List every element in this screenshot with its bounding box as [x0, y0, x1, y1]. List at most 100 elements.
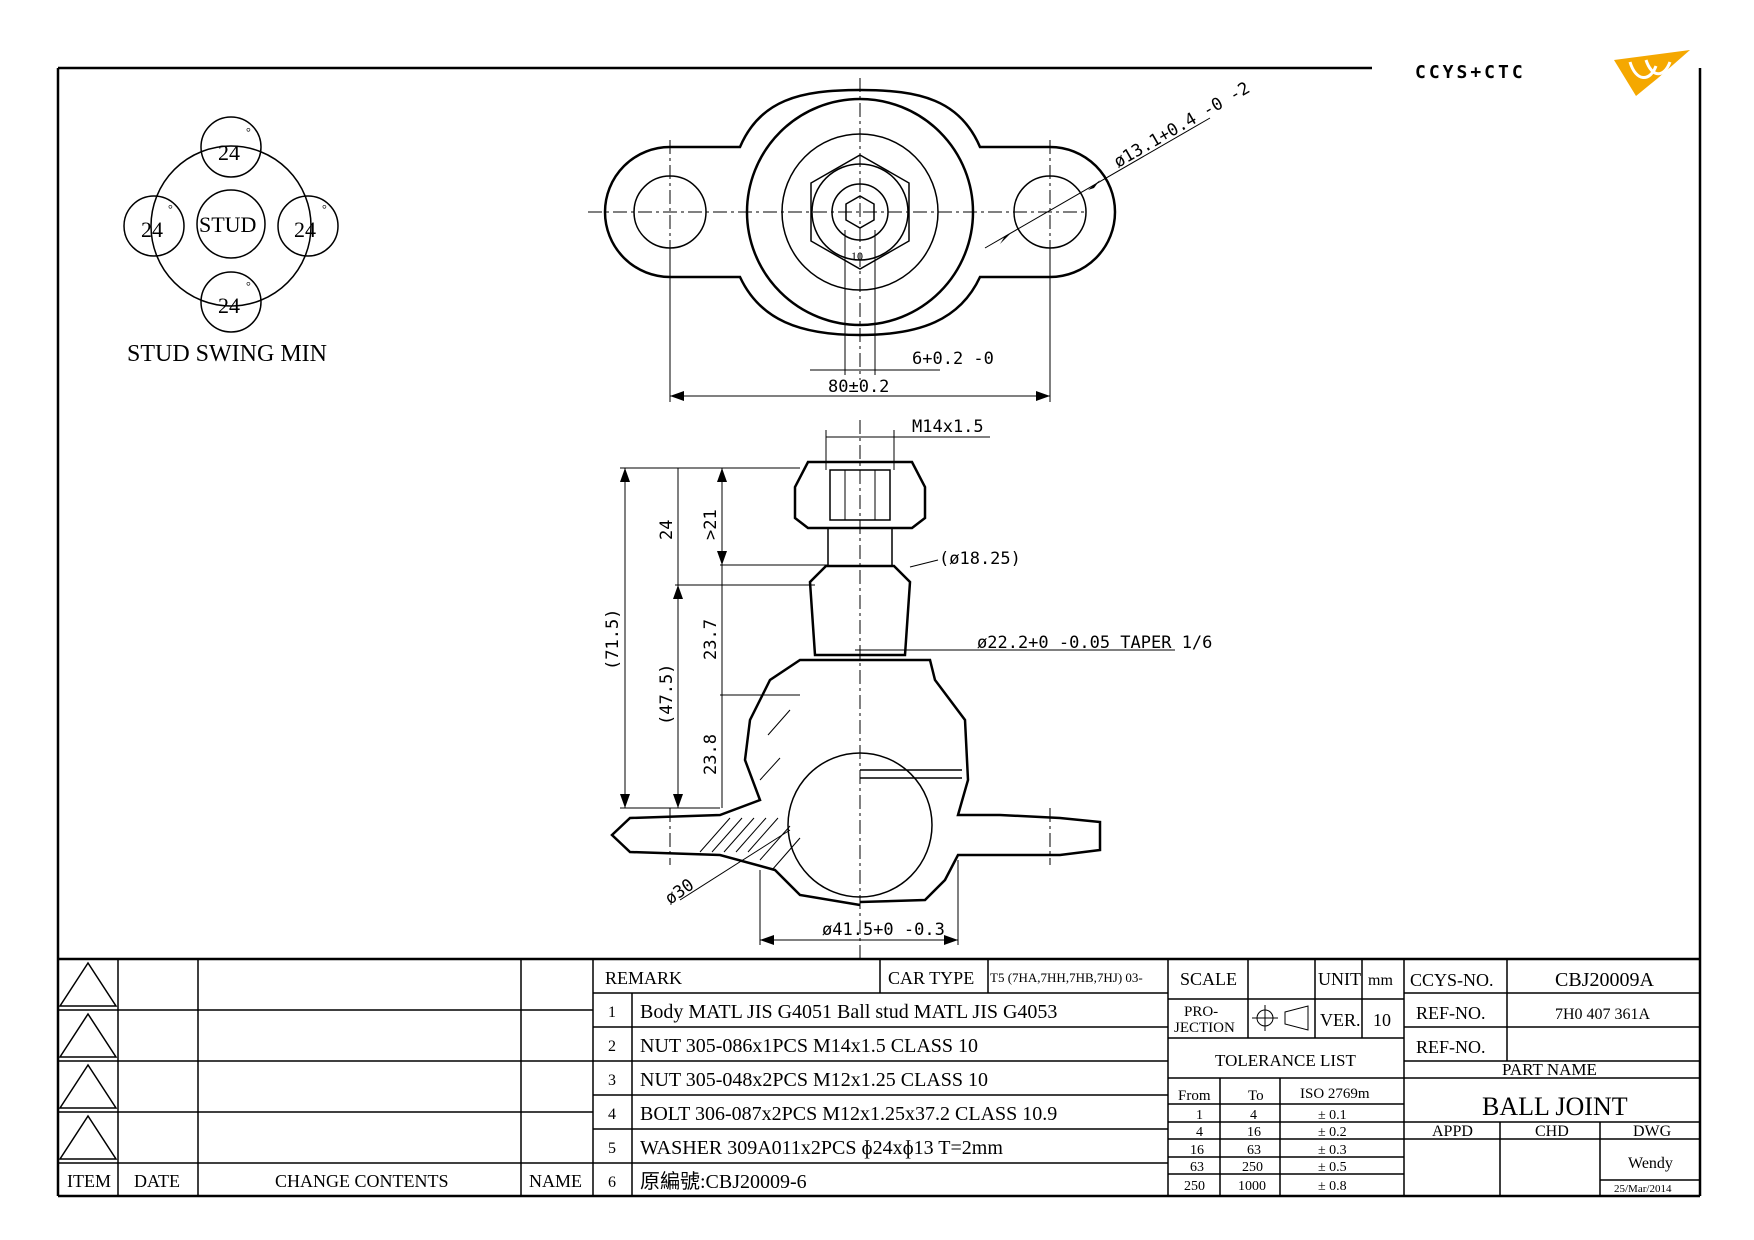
housing-left: [610, 658, 861, 907]
neck-diameter-dim: (ø18.25): [939, 549, 1021, 569]
slot-width-dim: 6+0.2 -0: [912, 349, 994, 369]
remark-item: NUT 305-048x2PCS M12x1.25 CLASS 10: [640, 1069, 988, 1091]
header-name: NAME: [529, 1171, 582, 1191]
ccys-no: CBJ20009A: [1555, 969, 1654, 991]
ball: [787, 752, 933, 898]
stud-swing-diagram: 24 ° 24 ° 24 ° 24 ° STUD STUD SWING MIN: [123, 116, 339, 367]
ref-label: REF-NO.: [1416, 1003, 1486, 1023]
chd-label: CHD: [1535, 1123, 1569, 1140]
swing-bottom-value: 24: [218, 293, 240, 318]
swing-center-circle: [196, 189, 266, 259]
svg-text:63: 63: [1190, 1160, 1204, 1175]
unit-value: mm: [1368, 972, 1393, 989]
height-237-dim: 23.7: [701, 619, 721, 660]
remark-item: Body MATL JIS G4051 Ball stud MATL JIS G…: [640, 1001, 1057, 1023]
drawing-date: 25/Mar/2014: [1614, 1183, 1672, 1195]
title-block: CCYS-NO. CBJ20009A REF-NO. 7H0 407 361A …: [1410, 969, 1673, 1195]
svg-text:4: 4: [1250, 1108, 1257, 1123]
remark-table: REMARK CAR TYPE T5 (7HA,7HH,7HB,7HJ) 03-…: [605, 968, 1143, 1193]
svg-text:± 0.2: ± 0.2: [1318, 1125, 1347, 1140]
taper-dim: ø22.2+0 -0.05 TAPER 1/6: [977, 633, 1212, 653]
thread-dim: M14x1.5: [912, 417, 984, 437]
ver-value: 10: [1373, 1010, 1391, 1030]
ball-stud: [808, 564, 912, 657]
part-name: BALL JOINT: [1482, 1092, 1628, 1121]
scale-label: SCALE: [1180, 969, 1237, 989]
appd-label: APPD: [1432, 1123, 1473, 1140]
height-24-dim: 24: [657, 520, 677, 540]
car-type-value: T5 (7HA,7HH,7HB,7HJ) 03-: [990, 970, 1143, 985]
remark-label: REMARK: [605, 968, 682, 988]
svg-text:1: 1: [608, 1004, 616, 1021]
svg-text:± 0.5: ± 0.5: [1318, 1160, 1347, 1175]
side-section-view: M14x1.5 (ø18.25) ø22.2+0 -0.05 TAPER 1/6: [603, 417, 1212, 960]
svg-text:3: 3: [608, 1072, 616, 1089]
revision-headers: ITEM DATE CHANGE CONTENTS NAME: [67, 1171, 582, 1191]
revision-triangles: [58, 961, 118, 1160]
body-diameter-dim: ø41.5+0 -0.3: [822, 920, 945, 940]
svg-text:63: 63: [1247, 1143, 1261, 1158]
svg-text:± 0.1: ± 0.1: [1318, 1108, 1347, 1123]
ref-no: 7H0 407 361A: [1555, 1006, 1651, 1023]
svg-text:2: 2: [608, 1038, 616, 1055]
remark-item: BOLT 306-087x2PCS M12x1.25x37.2 CLASS 10…: [640, 1103, 1057, 1125]
svg-text:1: 1: [1196, 1108, 1203, 1123]
height-47-dim: (47.5): [657, 664, 677, 725]
svg-text:± 0.8: ± 0.8: [1318, 1179, 1347, 1194]
remark-item: 原編號:CBJ20009-6: [640, 1170, 807, 1193]
logo-text: CCYS+CTC: [1415, 62, 1526, 83]
hex-size-label: 10: [851, 249, 863, 263]
part-name-label: PART NAME: [1502, 1060, 1597, 1079]
remark-item: NUT 305-086x1PCS M14x1.5 CLASS 10: [640, 1035, 978, 1057]
sheet-frame: [56, 66, 1702, 1198]
car-type-label: CAR TYPE: [888, 968, 974, 988]
section-hatching: [699, 709, 801, 871]
company-logo: CCYS+CTC: [1415, 50, 1690, 96]
svg-text:4: 4: [1196, 1125, 1203, 1140]
svg-text:°: °: [322, 202, 327, 216]
header-item: ITEM: [67, 1171, 111, 1191]
header-date: DATE: [134, 1171, 180, 1191]
projection-symbol-icon: [1252, 1005, 1309, 1031]
castle-nut: [793, 460, 927, 530]
housing-right: [859, 658, 1102, 904]
svg-text:± 0.3: ± 0.3: [1318, 1143, 1347, 1158]
svg-text:JECTION: JECTION: [1174, 1020, 1235, 1036]
title-block-grid: [58, 957, 1700, 1196]
hex-socket: [845, 195, 875, 229]
ball-diameter-dim: ø30: [661, 875, 698, 909]
hole-diameter-dim: ø13.1+0.4 -0 -2: [1111, 78, 1254, 172]
dwg-label: DWG: [1633, 1123, 1672, 1140]
svg-text:From: From: [1178, 1088, 1211, 1104]
svg-text:°: °: [168, 202, 173, 216]
svg-text:250: 250: [1184, 1179, 1205, 1194]
swing-right-value: 24: [294, 217, 316, 242]
swing-caption: STUD SWING MIN: [127, 341, 327, 367]
swing-center-label: STUD: [199, 212, 256, 237]
swing-outer-circle: [150, 145, 312, 307]
remark-item: WASHER 309A011x2PCS ɸ24xɸ13 T=2mm: [640, 1137, 1003, 1159]
svg-text:16: 16: [1190, 1143, 1204, 1158]
svg-text:1000: 1000: [1238, 1179, 1266, 1194]
height-21-dim: >21: [701, 509, 721, 540]
ccys-label: CCYS-NO.: [1410, 970, 1494, 990]
ver-label: VER.: [1320, 1010, 1361, 1030]
svg-text:16: 16: [1247, 1125, 1261, 1140]
height-238-dim: 23.8: [701, 734, 721, 775]
unit-label: UNIT: [1318, 969, 1361, 989]
pitch-dim: 80±0.2: [828, 377, 889, 397]
svg-text:5: 5: [608, 1140, 616, 1157]
svg-text:ISO 2769m: ISO 2769m: [1300, 1086, 1370, 1102]
svg-text:°: °: [246, 125, 251, 139]
swing-left-value: 24: [141, 217, 163, 242]
meta-table: SCALE UNIT mm PRO- JECTION VER. 10 TOLER…: [1174, 969, 1393, 1194]
header-change-contents: CHANGE CONTENTS: [275, 1171, 449, 1191]
svg-text:To: To: [1248, 1088, 1264, 1104]
svg-text:°: °: [246, 279, 251, 293]
nut-hex: [810, 154, 910, 270]
swing-top-value: 24: [218, 140, 240, 165]
drawn-by: Wendy: [1628, 1155, 1673, 1172]
total-height-dim: (71.5): [603, 609, 623, 670]
tolerance-title: TOLERANCE LIST: [1215, 1051, 1356, 1070]
